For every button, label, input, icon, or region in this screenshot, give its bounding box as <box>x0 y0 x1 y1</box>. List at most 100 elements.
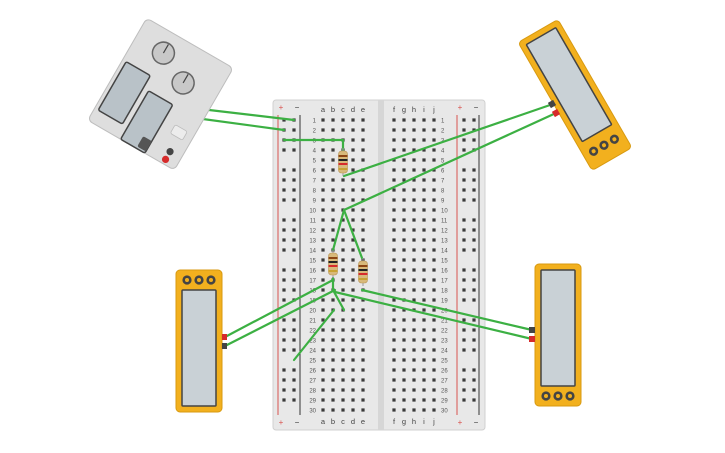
breadboard-hole[interactable] <box>351 118 355 122</box>
breadboard-hole[interactable] <box>432 358 436 362</box>
breadboard-hole[interactable] <box>412 318 416 322</box>
breadboard-hole[interactable] <box>422 218 426 222</box>
breadboard-hole[interactable] <box>331 158 335 162</box>
breadboard-hole[interactable] <box>331 208 335 212</box>
breadboard-hole[interactable] <box>341 218 345 222</box>
breadboard-hole[interactable] <box>331 388 335 392</box>
breadboard-hole[interactable] <box>331 178 335 182</box>
breadboard-hole[interactable] <box>351 158 355 162</box>
breadboard-hole[interactable] <box>432 288 436 292</box>
breadboard-hole[interactable] <box>402 258 406 262</box>
meter-probe-negative[interactable] <box>529 327 535 333</box>
breadboard-hole[interactable] <box>351 178 355 182</box>
breadboard-hole[interactable] <box>341 338 345 342</box>
breadboard-hole[interactable] <box>351 268 355 272</box>
breadboard-hole[interactable] <box>361 248 365 252</box>
breadboard-hole[interactable] <box>392 228 396 232</box>
rail-hole[interactable] <box>462 368 466 372</box>
rail-hole[interactable] <box>292 378 296 382</box>
breadboard-hole[interactable] <box>351 188 355 192</box>
breadboard-hole[interactable] <box>412 148 416 152</box>
rail-hole[interactable] <box>292 218 296 222</box>
breadboard-hole[interactable] <box>341 398 345 402</box>
breadboard-hole[interactable] <box>331 218 335 222</box>
rail-hole[interactable] <box>292 328 296 332</box>
breadboard-hole[interactable] <box>392 248 396 252</box>
breadboard-hole[interactable] <box>392 388 396 392</box>
breadboard-hole[interactable] <box>412 138 416 142</box>
breadboard-hole[interactable] <box>361 208 365 212</box>
breadboard-hole[interactable] <box>361 298 365 302</box>
breadboard-hole[interactable] <box>412 248 416 252</box>
rail-hole[interactable] <box>292 228 296 232</box>
rail-hole[interactable] <box>462 348 466 352</box>
rail-hole[interactable] <box>462 188 466 192</box>
breadboard-hole[interactable] <box>392 278 396 282</box>
breadboard-hole[interactable] <box>351 148 355 152</box>
breadboard-hole[interactable] <box>321 398 325 402</box>
breadboard-hole[interactable] <box>321 188 325 192</box>
breadboard-hole[interactable] <box>331 408 335 412</box>
breadboard-hole[interactable] <box>402 138 406 142</box>
breadboard-hole[interactable] <box>432 118 436 122</box>
breadboard-hole[interactable] <box>402 188 406 192</box>
breadboard-hole[interactable] <box>392 358 396 362</box>
rail-hole[interactable] <box>282 118 286 122</box>
breadboard-hole[interactable] <box>361 198 365 202</box>
rail-hole[interactable] <box>282 268 286 272</box>
breadboard-hole[interactable] <box>422 398 426 402</box>
rail-hole[interactable] <box>472 168 476 172</box>
breadboard-hole[interactable] <box>331 318 335 322</box>
breadboard-hole[interactable] <box>402 168 406 172</box>
breadboard-hole[interactable] <box>422 368 426 372</box>
breadboard-hole[interactable] <box>432 218 436 222</box>
breadboard-hole[interactable] <box>432 408 436 412</box>
breadboard-hole[interactable] <box>361 408 365 412</box>
breadboard-hole[interactable] <box>331 238 335 242</box>
positive-terminal[interactable] <box>161 154 171 164</box>
breadboard-hole[interactable] <box>321 148 325 152</box>
rail-hole[interactable] <box>292 248 296 252</box>
breadboard-hole[interactable] <box>392 138 396 142</box>
meter-probe-negative[interactable] <box>547 99 557 109</box>
breadboard-hole[interactable] <box>341 378 345 382</box>
breadboard-hole[interactable] <box>412 388 416 392</box>
breadboard-hole[interactable] <box>361 228 365 232</box>
rail-hole[interactable] <box>462 268 466 272</box>
rail-hole[interactable] <box>292 318 296 322</box>
rail-hole[interactable] <box>462 138 466 142</box>
rail-hole[interactable] <box>292 268 296 272</box>
rail-hole[interactable] <box>282 298 286 302</box>
breadboard-hole[interactable] <box>402 398 406 402</box>
breadboard-hole[interactable] <box>432 148 436 152</box>
breadboard-hole[interactable] <box>412 198 416 202</box>
wire[interactable] <box>331 208 346 252</box>
breadboard-hole[interactable] <box>351 198 355 202</box>
breadboard-hole[interactable] <box>422 248 426 252</box>
breadboard-hole[interactable] <box>351 308 355 312</box>
breadboard-hole[interactable] <box>432 138 436 142</box>
breadboard-hole[interactable] <box>422 358 426 362</box>
rail-hole[interactable] <box>462 278 466 282</box>
breadboard-hole[interactable] <box>402 318 406 322</box>
multimeter[interactable] <box>529 263 582 407</box>
breadboard-hole[interactable] <box>402 118 406 122</box>
rail-hole[interactable] <box>282 218 286 222</box>
breadboard-hole[interactable] <box>341 288 345 292</box>
wire[interactable] <box>342 111 558 212</box>
breadboard-hole[interactable] <box>321 248 325 252</box>
breadboard-hole[interactable] <box>341 348 345 352</box>
rail-hole[interactable] <box>462 398 466 402</box>
breadboard-hole[interactable] <box>412 238 416 242</box>
rail-hole[interactable] <box>292 348 296 352</box>
rail-hole[interactable] <box>292 168 296 172</box>
rail-hole[interactable] <box>462 148 466 152</box>
rail-hole[interactable] <box>462 318 466 322</box>
rail-hole[interactable] <box>472 378 476 382</box>
resistor[interactable] <box>328 250 338 278</box>
breadboard-hole[interactable] <box>351 218 355 222</box>
breadboard-hole[interactable] <box>392 368 396 372</box>
breadboard-hole[interactable] <box>402 288 406 292</box>
breadboard-hole[interactable] <box>422 348 426 352</box>
